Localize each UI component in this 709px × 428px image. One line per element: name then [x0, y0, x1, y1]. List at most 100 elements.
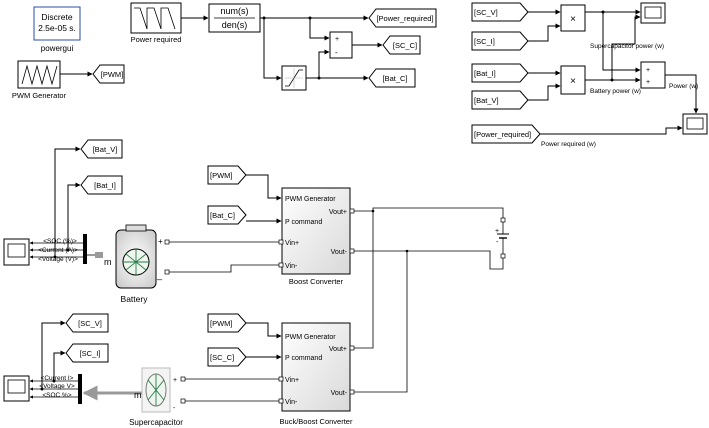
from-sc-i[interactable]: [SC_I] — [471, 31, 529, 51]
sum-power-plus-2: + — [646, 79, 650, 86]
bb-port-pcmd: P command — [285, 355, 322, 362]
sc-current-signal: <Current I> — [41, 375, 74, 382]
from-power-required-tag: [Power_required] — [474, 130, 531, 139]
from-bat-v-tag: [Bat_V] — [474, 96, 499, 105]
load-plus: + — [495, 228, 499, 235]
bat-soc-signal: <SOC (%)> — [43, 238, 77, 245]
goto-power-required-tag: [Power_required] — [376, 14, 433, 23]
sum-block-power[interactable]: + + — [640, 61, 666, 89]
from-sc-v[interactable]: [SC_V] — [471, 2, 529, 22]
sc-plus: + — [173, 377, 177, 384]
sc-bus-selector[interactable] — [78, 374, 82, 404]
bb-port-voutp: Vout+ — [329, 346, 347, 353]
scope-supercapacitor[interactable] — [3, 375, 30, 402]
bat-bus-selector[interactable] — [83, 234, 87, 264]
sum-plus-sign: + — [335, 36, 339, 43]
goto-sc-v[interactable]: [SC_V] — [65, 313, 109, 333]
from-power-required[interactable]: [Power_required] — [471, 124, 541, 144]
product-bat-symbol: × — [570, 76, 576, 87]
bb-port-vinm: Vin- — [285, 399, 298, 406]
bat-m-port: m — [104, 257, 112, 267]
battery-minus: _ — [156, 270, 163, 280]
supercapacitor-block[interactable] — [141, 367, 171, 413]
sum-block-sc[interactable]: + - — [329, 31, 353, 59]
from-pwm-boost-tag: [PWM] — [210, 171, 233, 180]
powergui-label: powergui — [41, 44, 74, 53]
goto-power-required[interactable]: [Power_required] — [368, 8, 437, 28]
powergui-mode: Discrete — [41, 12, 72, 22]
product-block-sc[interactable]: × — [560, 4, 586, 32]
boost-port-voutp: Vout+ — [329, 209, 347, 216]
sc-minus: - — [173, 405, 176, 412]
dc-load-block[interactable]: + - — [495, 217, 509, 259]
tf-numerator: num(s) — [220, 6, 248, 16]
battery-icon — [123, 249, 149, 275]
boost-converter-label: Boost Converter — [289, 277, 344, 286]
from-sc-c[interactable]: [SC_C] — [207, 347, 247, 367]
scope-power[interactable] — [682, 113, 708, 135]
goto-bat-i[interactable]: [Bat_I] — [80, 175, 123, 195]
bb-port-pwm: PWM Generator — [285, 334, 336, 341]
boost-port-pcmd: P command — [285, 219, 322, 226]
bat-current-signal: <Current (A)> — [38, 247, 78, 254]
boost-converter-block[interactable]: PWM Generator P command Vin+ Vin- Vout+ … — [281, 187, 351, 275]
goto-bat-c[interactable]: [Bat_C] — [368, 68, 416, 88]
load-minus: - — [496, 239, 499, 246]
power-required-signal-block[interactable] — [130, 2, 182, 34]
goto-pwm-tag: [PWM] — [101, 70, 124, 79]
battery-label: Battery — [121, 294, 149, 304]
from-pwm-boost[interactable]: [PWM] — [207, 165, 247, 185]
battery-plus: + — [158, 237, 163, 246]
power-required-label: Power required — [131, 35, 182, 44]
goto-sc-c[interactable]: [SC_C] — [382, 35, 421, 55]
goto-sc-i[interactable]: [SC_I] — [65, 343, 109, 363]
battery-power-label: Battery power (w) — [590, 88, 641, 95]
sawtooth-icon — [134, 7, 176, 30]
bat-voltage-signal: <Voltage (V)> — [38, 256, 78, 263]
boost-port-voutm: Vout- — [331, 249, 348, 256]
tf-denominator: den(s) — [222, 20, 248, 30]
scope-battery[interactable] — [3, 238, 30, 266]
product-sc-symbol: × — [570, 14, 576, 25]
saturation-block[interactable] — [281, 65, 307, 91]
transfer-function-block[interactable]: num(s) den(s) — [208, 3, 261, 33]
from-sc-c-tag: [SC_C] — [210, 353, 234, 362]
supercapacitor-icon — [147, 374, 165, 406]
pwm-generator-block[interactable] — [17, 60, 61, 89]
from-pwm-buckboost[interactable]: [PWM] — [207, 313, 247, 333]
goto-bat-c-tag: [Bat_C] — [382, 74, 407, 83]
goto-pwm[interactable]: [PWM] — [92, 64, 125, 84]
goto-sc-v-tag: [SC_V] — [78, 319, 102, 328]
goto-sc-c-tag: [SC_C] — [393, 41, 417, 50]
from-pwm-buckboost-tag: [PWM] — [210, 319, 233, 328]
from-bat-i[interactable]: [Bat_I] — [471, 63, 529, 83]
powergui-sample-time: 2.5e-05 s. — [38, 23, 76, 33]
product-block-bat[interactable]: × — [560, 65, 586, 95]
boost-port-pwm: PWM Generator — [285, 196, 336, 203]
goto-bat-v[interactable]: [Bat_V] — [80, 139, 123, 159]
from-bat-v[interactable]: [Bat_V] — [471, 90, 529, 110]
power-required-w-label: Power required (w) — [541, 141, 596, 148]
goto-bat-v-tag: [Bat_V] — [93, 145, 118, 154]
boost-port-vinp: Vin+ — [285, 240, 299, 247]
scope-supercap-power[interactable] — [640, 2, 666, 24]
sc-voltage-signal: <Voltage V> — [39, 383, 75, 390]
from-bat-c[interactable]: [Bat_C] — [207, 205, 247, 225]
buckboost-converter-label: Buck/Boost Converter — [280, 417, 353, 426]
from-bat-i-tag: [Bat_I] — [474, 69, 496, 78]
sc-m-port: m — [134, 390, 142, 400]
boost-port-vinm: Vin- — [285, 263, 298, 270]
battery-block[interactable] — [115, 224, 157, 289]
power-label: Power (w) — [669, 83, 698, 90]
pwm-generator-label: PWM Generator — [12, 91, 67, 100]
goto-sc-i-tag: [SC_I] — [80, 349, 101, 358]
bb-port-voutm: Vout- — [331, 390, 348, 397]
sc-soc-signal: <SOC %> — [42, 392, 71, 399]
goto-bat-i-tag: [Bat_I] — [94, 181, 116, 190]
buckboost-converter-block[interactable]: PWM Generator P command Vin+ Vin- Vout+ … — [281, 322, 351, 412]
powergui-block[interactable]: Discrete 2.5e-05 s. — [33, 6, 81, 41]
supercap-power-label: Supercapacitor power (w) — [590, 43, 664, 50]
from-sc-i-tag: [SC_I] — [474, 37, 495, 46]
triangle-wave-icon — [21, 64, 58, 86]
